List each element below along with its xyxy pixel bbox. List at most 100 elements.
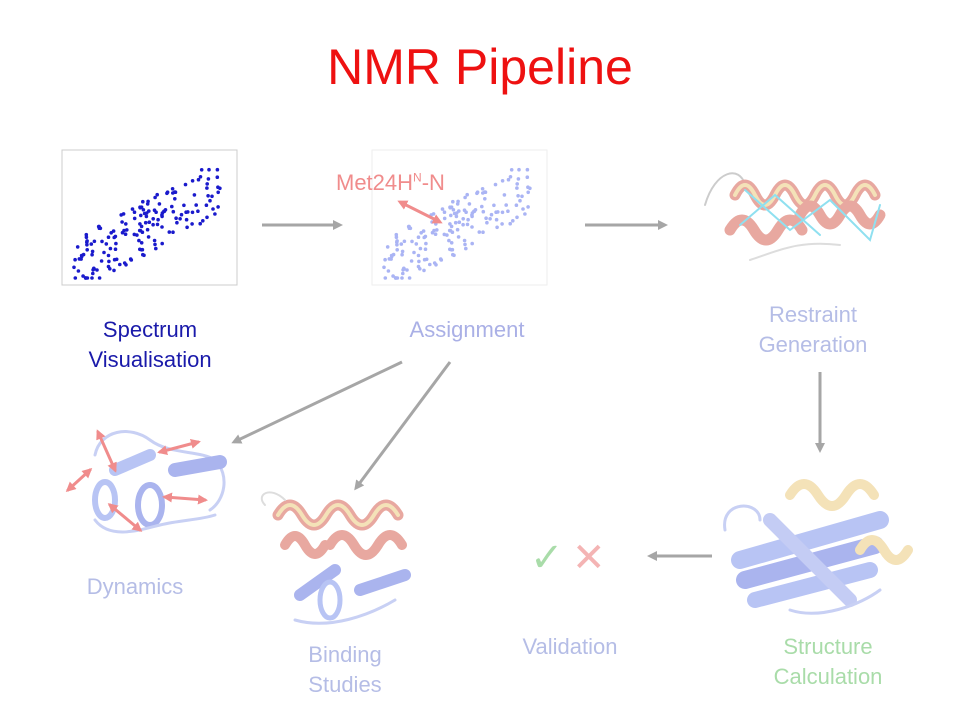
spectrum-peak <box>152 208 157 212</box>
spectrum-peak <box>132 216 137 221</box>
spectrum-peak <box>208 198 212 203</box>
spectrum-peak <box>453 220 458 225</box>
spectrum-peak <box>511 219 515 223</box>
spectrum-peak <box>198 175 203 179</box>
spectrum-peak <box>145 227 150 232</box>
spectrum-peak <box>140 230 145 234</box>
spectrum-peak <box>416 235 421 239</box>
spectrum-peak <box>128 257 133 261</box>
spectrum-peak <box>450 230 455 234</box>
spectrum-peak <box>525 167 530 172</box>
spectrum-peak <box>112 257 117 262</box>
spectrum-peak <box>509 168 514 172</box>
spectrum-peak <box>452 253 456 258</box>
spectrum-peak <box>428 262 432 267</box>
spectrum-peak <box>205 215 209 220</box>
spectrum-peak <box>395 243 399 247</box>
spectrum-peak <box>435 228 439 232</box>
spectrum-peak <box>400 276 404 280</box>
spectrum-peak <box>113 234 118 239</box>
spectrum-peak <box>467 202 472 206</box>
spectrum-peak <box>442 232 447 237</box>
spectrum-peak <box>170 187 175 191</box>
arrow-assignment-to-dynamics <box>231 360 403 444</box>
spectrum-peak <box>526 185 530 189</box>
spectrum-peak <box>72 265 76 270</box>
spectrum-peak <box>493 182 498 187</box>
spectrum-peak <box>447 228 452 233</box>
spectrum-peak <box>190 210 195 215</box>
spectrum-peak <box>461 222 465 227</box>
spectrum-peak <box>393 276 398 280</box>
spectrum-peak <box>470 241 475 246</box>
spectrum-peak <box>525 175 530 179</box>
spectrum-peak <box>132 232 137 237</box>
spectrum-peak <box>454 211 459 215</box>
spectrum-peak <box>130 207 135 211</box>
spectrum-peak <box>205 182 209 186</box>
spectrum-peak <box>183 182 188 187</box>
spectrum-peak <box>448 205 453 210</box>
spectrum-peak <box>475 191 479 196</box>
spectrum-peak <box>477 230 482 234</box>
spectrum-peak <box>153 242 157 247</box>
spectrum-peak <box>504 203 509 207</box>
spectrum-peak <box>213 212 217 216</box>
spectrum-peak <box>434 222 438 226</box>
spectrum-peak <box>516 177 521 181</box>
spectrum-peak <box>102 250 106 255</box>
spectrum-peak <box>137 238 141 243</box>
spectrum-peak <box>145 202 150 206</box>
spectrum-peak <box>442 216 447 221</box>
label-restraint-generation: Restraint Generation <box>758 302 868 357</box>
spectrum-peak <box>400 252 404 257</box>
spectrum-peak <box>84 235 89 239</box>
spectrum-peak <box>480 187 485 191</box>
spectrum-peak <box>190 222 194 226</box>
spectrum-peak <box>483 190 488 194</box>
spectrum-peak <box>383 257 387 262</box>
spectrum-peak <box>422 268 426 273</box>
spectrum-peak <box>83 276 88 280</box>
spectrum-peak <box>423 247 428 251</box>
spectrum-peak <box>399 242 404 246</box>
spectrum-peak <box>215 167 220 172</box>
label-assignment: Assignment <box>409 317 525 342</box>
spectrum-peak <box>465 222 470 227</box>
spectrum-peak <box>179 212 184 217</box>
spectrum-peak <box>100 239 104 244</box>
spectrum-peak <box>211 207 215 211</box>
spectrum-peak <box>515 215 519 220</box>
spectrum-peak <box>515 186 519 190</box>
spectrum-peak <box>407 224 411 229</box>
spectrum-peak <box>457 220 462 224</box>
spectrum-peak <box>416 264 421 269</box>
spectrum-peak <box>463 242 467 247</box>
spectrum-peak <box>106 264 111 269</box>
spectrum-peak <box>76 269 81 273</box>
spectrum-peak <box>405 268 409 272</box>
spectrum-peak <box>480 204 484 209</box>
spectrum-peak <box>461 217 466 221</box>
label-structure-calculation: Structure Calculation <box>773 634 883 689</box>
spectrum-peak <box>434 263 438 267</box>
spectrum-peak <box>449 241 454 245</box>
spectrum-peak <box>400 249 405 254</box>
spectrum-peak <box>466 217 470 222</box>
spectrum-peak <box>108 246 113 251</box>
spectrum-peak <box>495 225 499 230</box>
spectrum-peak <box>121 212 126 216</box>
spectrum-peak <box>438 257 443 261</box>
spectrum-peak <box>165 191 169 196</box>
spectrum-peak <box>506 177 511 182</box>
spectrum-peak <box>402 266 406 271</box>
spectrum-peak <box>521 207 525 211</box>
spectrum-peak <box>412 250 416 255</box>
spectrum-peak <box>481 209 486 214</box>
spectrum-peak <box>470 214 474 219</box>
spectrum-peak <box>79 253 84 258</box>
spectrum-peak <box>494 210 498 214</box>
spectrum-peak <box>201 219 205 223</box>
spectrum-peak <box>207 167 211 172</box>
assignment-residue-label: Met24HN-N <box>336 170 445 195</box>
